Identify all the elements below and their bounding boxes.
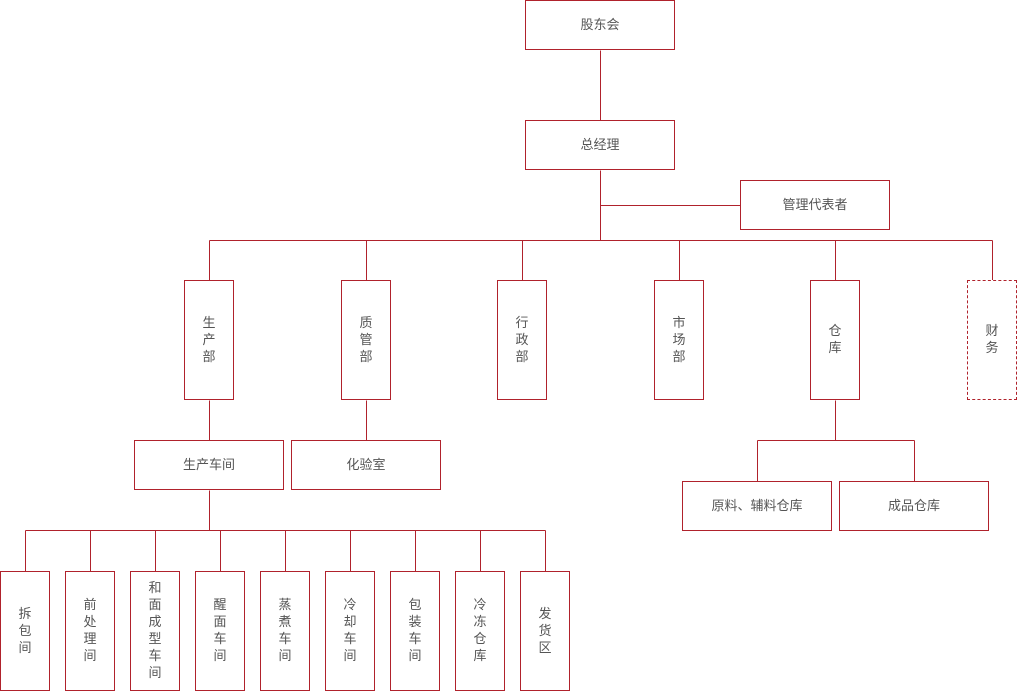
- node-freezer-warehouse: 冷冻仓库: [455, 571, 505, 691]
- node-preprocessing-room: 前处理间: [65, 571, 115, 691]
- node-freezer-warehouse-label: 冷冻仓库: [473, 598, 487, 664]
- node-production-workshop-label: 生产车间: [182, 457, 235, 473]
- node-management-representative: 管理代表者: [740, 180, 890, 230]
- node-packaging-workshop: 包装车间: [390, 571, 440, 691]
- node-admin-dept-label: 行政部: [515, 315, 529, 365]
- node-unpacking-room-label: 拆包间: [18, 606, 32, 656]
- node-finance-label: 财务: [985, 324, 999, 356]
- node-steaming-workshop-label: 蒸煮车间: [278, 598, 292, 664]
- node-production-dept: 生产部: [184, 280, 234, 400]
- node-shareholders-label: 股东会: [580, 17, 620, 33]
- node-finance: 财务: [967, 280, 1017, 400]
- node-lab: 化验室: [291, 440, 441, 490]
- node-shipping-area-label: 发货区: [538, 606, 552, 656]
- node-quality-dept-label: 质管部: [359, 315, 373, 365]
- node-general-manager: 总经理: [525, 120, 675, 170]
- node-shareholders: 股东会: [525, 0, 675, 50]
- node-steaming-workshop: 蒸煮车间: [260, 571, 310, 691]
- node-cooling-workshop-label: 冷却车间: [343, 598, 357, 664]
- node-warehouse-label: 仓库: [828, 324, 842, 356]
- node-proofing-workshop: 醒面车间: [195, 571, 245, 691]
- node-proofing-workshop-label: 醒面车间: [213, 598, 227, 664]
- node-packaging-workshop-label: 包装车间: [408, 598, 422, 664]
- node-raw-material-warehouse-label: 原料、辅料仓库: [711, 498, 803, 514]
- node-cooling-workshop: 冷却车间: [325, 571, 375, 691]
- node-quality-dept: 质管部: [341, 280, 391, 400]
- node-warehouse: 仓库: [810, 280, 860, 400]
- node-dough-forming-workshop: 和面成型车间: [130, 571, 180, 691]
- node-raw-material-warehouse: 原料、辅料仓库: [682, 481, 832, 531]
- node-finished-goods-warehouse-label: 成品仓库: [887, 498, 940, 514]
- node-production-dept-label: 生产部: [202, 315, 216, 365]
- node-finished-goods-warehouse: 成品仓库: [839, 481, 989, 531]
- node-management-representative-label: 管理代表者: [782, 197, 848, 213]
- node-shipping-area: 发货区: [520, 571, 570, 691]
- node-production-workshop: 生产车间: [134, 440, 284, 490]
- node-general-manager-label: 总经理: [580, 137, 620, 153]
- node-preprocessing-room-label: 前处理间: [83, 598, 97, 664]
- node-market-dept-label: 市场部: [672, 315, 686, 365]
- node-dough-forming-workshop-label: 和面成型车间: [148, 581, 162, 681]
- node-market-dept: 市场部: [654, 280, 704, 400]
- node-admin-dept: 行政部: [497, 280, 547, 400]
- node-unpacking-room: 拆包间: [0, 571, 50, 691]
- node-lab-label: 化验室: [346, 457, 386, 473]
